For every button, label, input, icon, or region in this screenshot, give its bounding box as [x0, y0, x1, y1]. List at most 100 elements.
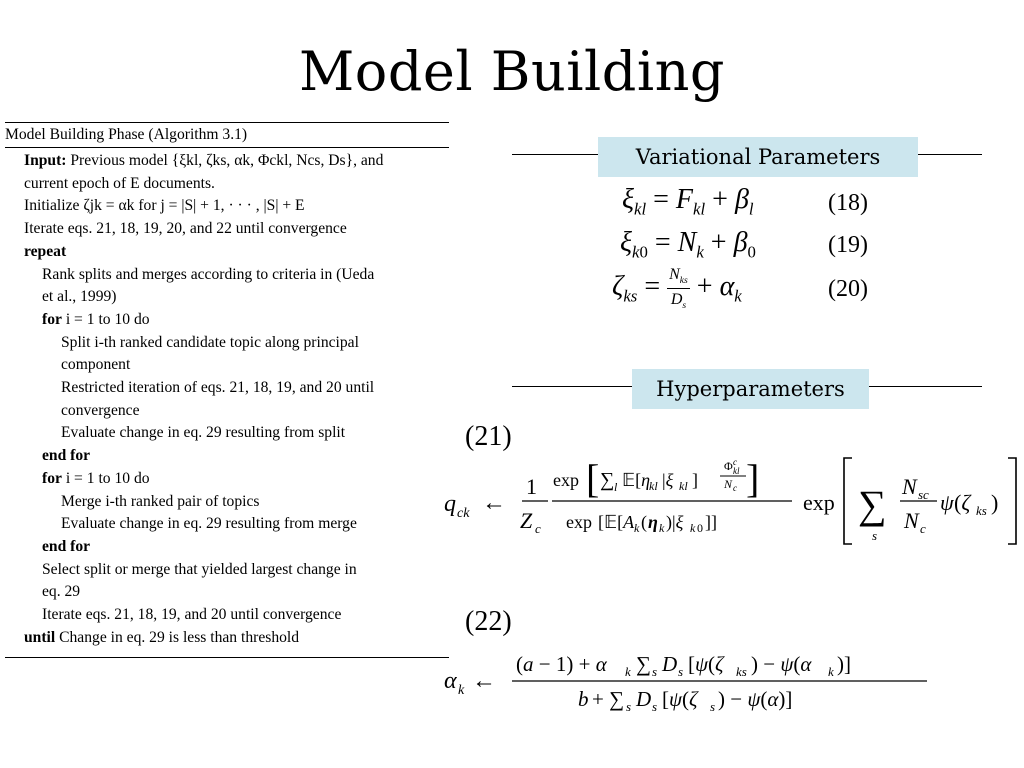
- svg-text:sc: sc: [918, 487, 929, 502]
- svg-text:k: k: [828, 664, 834, 679]
- algorithm-text: current epoch of E documents.: [24, 174, 215, 192]
- svg-text:]]: ]]: [705, 512, 717, 532]
- svg-text:k: k: [625, 664, 631, 679]
- svg-text:D: D: [661, 652, 677, 676]
- algorithm-line: Rank splits and merges according to crit…: [5, 264, 449, 287]
- algorithm-line: Iterate eqs. 21, 18, 19, 20, and 22 unti…: [5, 218, 449, 241]
- svg-text:exp: exp: [566, 512, 592, 532]
- algorithm-keyword: until: [24, 628, 56, 646]
- svg-text:)|ξ: )|ξ: [666, 512, 684, 533]
- algorithm-line: eq. 29: [5, 581, 449, 604]
- hyperparameters-banner: Hyperparameters: [512, 369, 982, 417]
- svg-text:+ ∑: + ∑: [592, 687, 624, 711]
- svg-text:)]: )]: [837, 652, 851, 676]
- svg-text:kl: kl: [649, 479, 658, 493]
- algorithm-text: Merge i-th ranked pair of topics: [61, 492, 260, 510]
- svg-text:c: c: [535, 521, 541, 536]
- algorithm-line: Evaluate change in eq. 29 resulting from…: [5, 513, 449, 536]
- svg-text:N: N: [903, 508, 920, 533]
- svg-text:s: s: [710, 699, 715, 714]
- svg-text:ks: ks: [976, 503, 987, 518]
- svg-text:): ): [991, 490, 998, 515]
- svg-text:∑: ∑: [600, 469, 614, 491]
- algorithm-text: Evaluate change in eq. 29 resulting from…: [61, 515, 357, 533]
- svg-text:0: 0: [697, 521, 703, 535]
- svg-text:k: k: [634, 521, 640, 535]
- svg-text:exp: exp: [803, 490, 835, 515]
- algorithm-line: Select split or merge that yielded large…: [5, 559, 449, 582]
- algorithm-text: eq. 29: [42, 583, 81, 601]
- algorithm-line: until Change in eq. 29 is less than thre…: [5, 627, 449, 650]
- algorithm-box: Model Building Phase (Algorithm 3.1) Inp…: [5, 122, 449, 659]
- algorithm-line: Merge i-th ranked pair of topics: [5, 491, 449, 514]
- svg-text:(: (: [641, 512, 647, 533]
- svg-text:(ζ: (ζ: [954, 490, 972, 515]
- svg-text:]: ]: [692, 470, 698, 490]
- svg-text:kl: kl: [679, 479, 688, 493]
- svg-text:[ψ(ζ: [ψ(ζ: [662, 687, 699, 711]
- algorithm-keyword: for: [42, 310, 62, 328]
- svg-text:s: s: [872, 528, 877, 543]
- equation-22: α k ← (a − 1) + α k ∑ s D s [ψ(ζ ks ) − …: [444, 652, 927, 714]
- equation-21: q ck ← 1 Z c exp [ ∑ l 𝔼[η kl |ξ kl ] Φ …: [444, 456, 1017, 545]
- algorithm-caption-rule: [5, 147, 449, 148]
- algorithm-keyword: repeat: [24, 242, 67, 260]
- algorithm-line: current epoch of E documents.: [5, 173, 449, 196]
- algorithm-text: i = 1 to 10 do: [61, 469, 150, 487]
- algorithm-text: Select split or merge that yielded large…: [42, 560, 357, 578]
- algorithm-line: for i = 1 to 10 do: [5, 309, 449, 332]
- svg-text:s: s: [652, 664, 657, 679]
- slide-title: Model Building: [299, 40, 725, 103]
- svg-text:|ξ: |ξ: [662, 470, 674, 490]
- svg-text:k: k: [458, 683, 465, 698]
- algorithm-bottom-rule: [5, 657, 449, 659]
- svg-text:α: α: [444, 668, 457, 694]
- algorithm-text: Restricted iteration of eqs. 21, 18, 19,…: [61, 379, 375, 397]
- algorithm-top-rule: [5, 122, 449, 123]
- algorithm-line: for i = 1 to 10 do: [5, 468, 449, 491]
- equation-19: ξk0 = Nk + β0: [620, 227, 756, 262]
- svg-text:[ψ(ζ: [ψ(ζ: [688, 652, 725, 676]
- svg-text:exp: exp: [553, 470, 579, 490]
- algorithm-text: Iterate eqs. 21, 18, 19, and 20 until co…: [42, 606, 342, 624]
- equation-20-number: (20): [828, 276, 868, 302]
- svg-text:Φ: Φ: [724, 459, 733, 473]
- algorithm-text: Change in eq. 29 is less than threshold: [55, 628, 300, 646]
- svg-text:N: N: [901, 474, 918, 499]
- svg-text:]: ]: [746, 456, 759, 501]
- svg-text:∑: ∑: [858, 482, 887, 527]
- algorithm-text: Iterate eqs. 21, 18, 19, 20, and 22 unti…: [24, 220, 347, 238]
- svg-text:ks: ks: [736, 664, 747, 679]
- svg-text:) − ψ(α)]: ) − ψ(α)]: [718, 687, 792, 711]
- algorithm-keyword: Input:: [24, 152, 67, 169]
- algorithm-keyword: for: [42, 469, 62, 487]
- svg-text:c: c: [733, 457, 737, 467]
- svg-text:𝔼[η: 𝔼[η: [622, 470, 650, 490]
- algorithm-keyword: end for: [42, 537, 91, 555]
- svg-text:kl: kl: [733, 466, 740, 476]
- algorithm-text: Rank splits and merges according to crit…: [42, 265, 375, 283]
- variational-heading: Variational Parameters: [598, 137, 918, 177]
- equation-19-number: (19): [828, 232, 868, 258]
- equation-18-number: (18): [828, 190, 868, 216]
- hyperparameters-heading: Hyperparameters: [632, 369, 869, 409]
- algorithm-line: Iterate eqs. 21, 18, 19, and 20 until co…: [5, 604, 449, 627]
- svg-text:s: s: [626, 699, 631, 714]
- algorithm-line: component: [5, 354, 449, 377]
- algorithm-line: Evaluate change in eq. 29 resulting from…: [5, 422, 449, 445]
- equation-21-number: (21): [465, 421, 512, 452]
- svg-text:k: k: [659, 521, 665, 535]
- svg-text:ck: ck: [457, 506, 470, 521]
- variational-banner: Variational Parameters: [512, 137, 982, 185]
- algorithm-text: Previous model {ξkl, ζks, αk, Φckl, Ncs,…: [66, 152, 384, 169]
- svg-text:η: η: [648, 512, 658, 532]
- equation-22-number: (22): [465, 606, 512, 637]
- algorithm-text: Evaluate change in eq. 29 resulting from…: [61, 424, 346, 442]
- svg-text:←: ←: [482, 490, 506, 516]
- svg-text:Z: Z: [520, 508, 533, 533]
- algorithm-line: Restricted iteration of eqs. 21, 18, 19,…: [5, 377, 449, 400]
- svg-text:b: b: [578, 687, 589, 711]
- svg-text:q: q: [444, 491, 456, 517]
- algorithm-text: convergence: [61, 401, 140, 419]
- algorithm-line: repeat: [5, 241, 449, 264]
